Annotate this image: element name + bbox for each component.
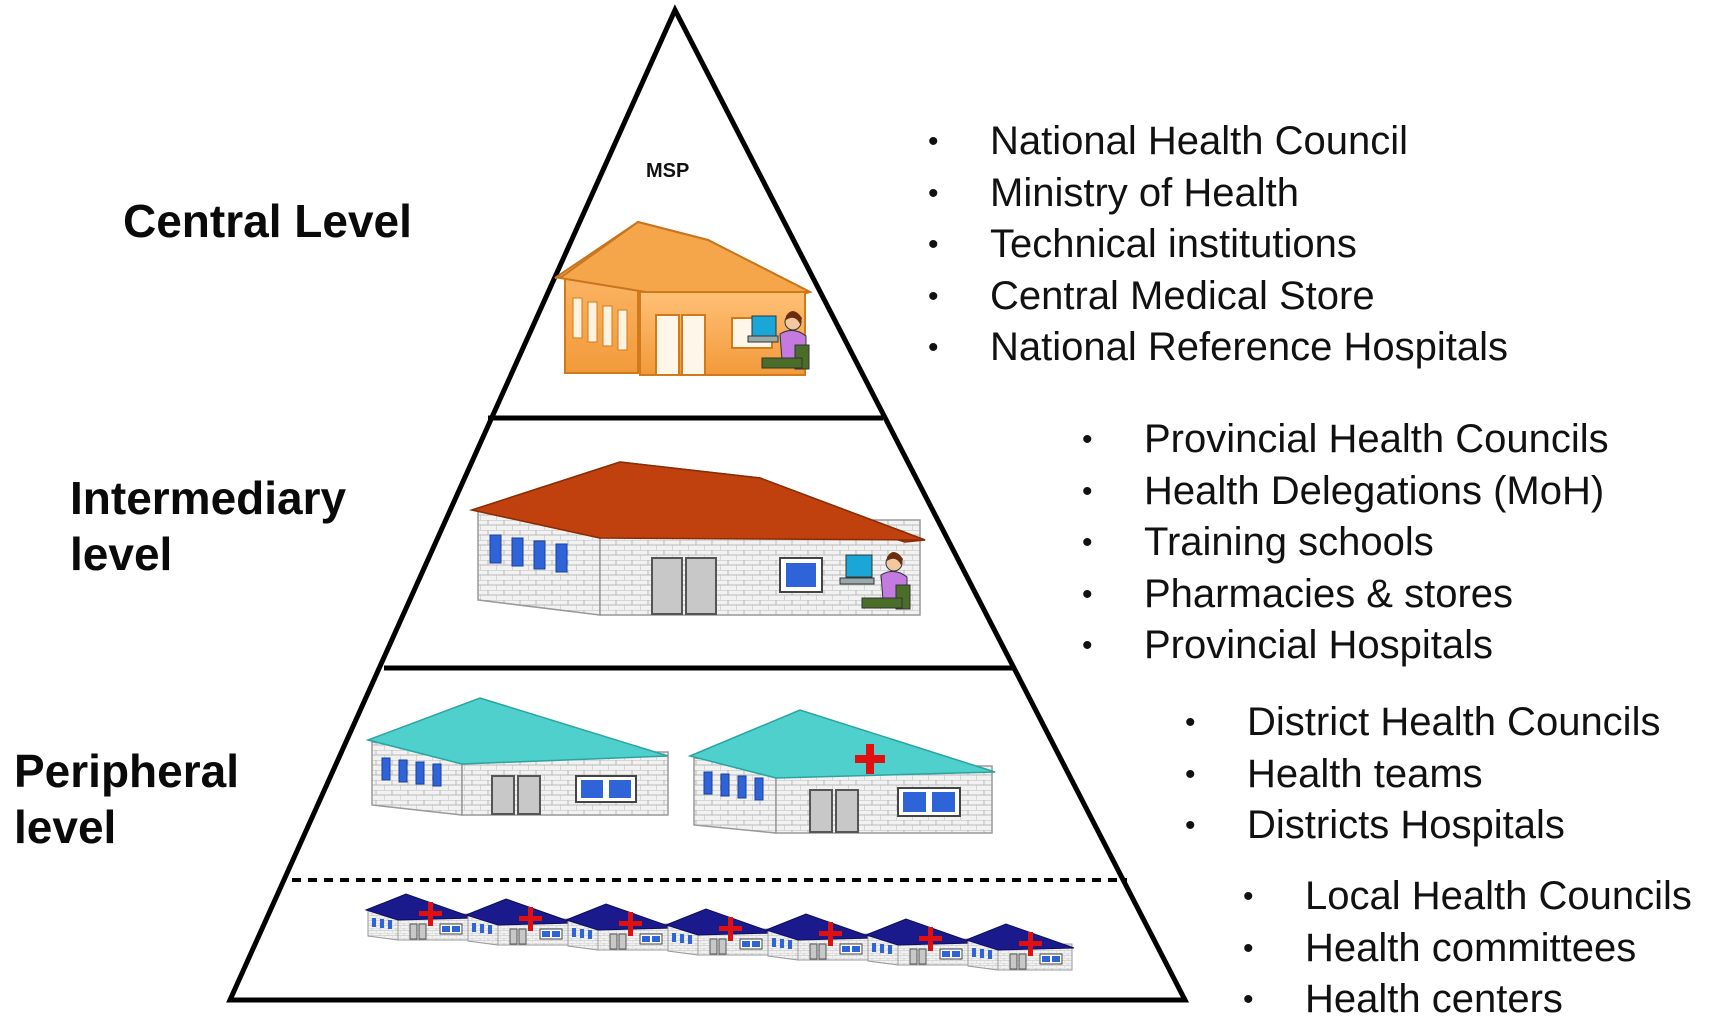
health-center-icon: [664, 908, 775, 956]
bullet-icon: •: [1082, 629, 1093, 662]
list-item-label: District Health Councils: [1247, 700, 1661, 744]
local-health-centers-icons: [364, 893, 1075, 971]
bullet-icon: •: [928, 176, 939, 210]
list-item: • National Reference Hospitals: [928, 322, 1508, 374]
bullet-icon: •: [1243, 931, 1254, 965]
cross-icon: [819, 922, 842, 946]
pyramid: [226, 4, 1190, 1003]
list-item-label: Pharmacies & stores: [1144, 571, 1514, 616]
bullet-icon: •: [1243, 880, 1254, 913]
health-center-icon: [964, 923, 1075, 971]
cross-icon: [419, 902, 442, 926]
peripheral-label-line1: Peripheral: [14, 745, 239, 797]
list-item-label: Health Delegations (MoH): [1144, 468, 1605, 513]
cross-icon: [919, 927, 942, 951]
intermediary-label-line1: Intermediary: [70, 472, 347, 524]
health-center-icon: [564, 903, 675, 951]
list-item-label: National Health Council: [990, 119, 1409, 163]
peripheral-label-line2: level: [14, 801, 117, 853]
list-item-label: Central Medical Store: [990, 273, 1375, 318]
pyramid-outline: [226, 4, 1190, 1003]
list-item-label: Provincial Hospitals: [1144, 623, 1494, 667]
intermediary-label-line2: level: [70, 528, 173, 580]
cross-icon: [719, 917, 742, 941]
bullet-icon: •: [1082, 423, 1093, 456]
intermediary-level-label: Intermediary level: [70, 470, 346, 582]
list-item: • Training schools: [1082, 517, 1609, 569]
district-building-icon-2: [687, 709, 996, 834]
list-item: • Provincial Health Councils: [1082, 414, 1609, 466]
list-item: • Districts Hospitals: [1185, 800, 1660, 852]
district-level-list: •District Health Councils •Health teams …: [1185, 697, 1660, 852]
bullet-icon: •: [928, 228, 939, 261]
central-building-icon: [554, 220, 813, 376]
list-item: • Ministry of Health: [928, 168, 1508, 220]
health-center-icon: [764, 913, 875, 961]
list-item-label: Provincial Health Councils: [1144, 417, 1609, 461]
list-item: • Local Health Councils: [1243, 871, 1692, 923]
list-item-label: Local Health Councils: [1305, 874, 1692, 918]
list-item: • Health centers: [1243, 974, 1692, 1026]
bullet-icon: •: [1082, 474, 1093, 508]
list-item-label: Technical institutions: [990, 222, 1357, 266]
list-item: • Health teams: [1185, 749, 1660, 801]
list-item: • Health Delegations (MoH): [1082, 466, 1609, 518]
central-level-label: Central Level: [123, 195, 412, 247]
local-level-list: • Local Health Councils • Health committee…: [1243, 871, 1692, 1026]
list-item: • Pharmacies & stores: [1082, 569, 1609, 621]
list-item: • Technical institutions: [928, 219, 1508, 271]
bullet-icon: •: [928, 279, 939, 313]
cross-icon: [519, 907, 542, 931]
central-level-list: • National Health Council • Ministry of He…: [928, 116, 1508, 374]
list-item-label: Ministry of Health: [990, 170, 1299, 215]
list-item-label: Health committees: [1305, 925, 1637, 970]
list-item: • Central Medical Store: [928, 271, 1508, 323]
msp-label: MSP: [646, 160, 690, 182]
bullet-icon: •: [1185, 757, 1196, 791]
list-item-label: Training schools: [1144, 520, 1434, 564]
cross-icon: [855, 744, 885, 774]
health-center-icon: [864, 918, 975, 966]
district-building-icon-1: [365, 697, 669, 816]
peripheral-level-label: Peripheral level: [14, 743, 239, 855]
bullet-icon: •: [1185, 706, 1196, 739]
cross-icon: [619, 912, 642, 936]
bullet-icon: •: [1082, 577, 1093, 611]
intermediary-level-list: • Provincial Health Councils • Health Dele…: [1082, 414, 1609, 672]
bullet-icon: •: [928, 331, 939, 364]
bullet-icon: •: [1185, 809, 1196, 842]
bullet-icon: •: [1082, 526, 1093, 559]
bullet-icon: •: [928, 125, 939, 158]
list-item-label: National Reference Hospitals: [990, 325, 1509, 369]
list-item: • Provincial Hospitals: [1082, 620, 1609, 672]
list-item: • Health committees: [1243, 923, 1692, 975]
list-item: • National Health Council: [928, 116, 1508, 168]
health-center-icon: [364, 893, 475, 941]
list-item-label: Health centers: [1305, 977, 1563, 1021]
health-center-icon: [464, 898, 575, 946]
intermediary-building-icon: [469, 461, 926, 616]
bullet-icon: •: [1243, 983, 1254, 1016]
list-item: • District Health Councils: [1185, 697, 1660, 749]
list-item-label: Health teams: [1247, 751, 1483, 796]
cross-icon: [1019, 932, 1042, 956]
list-item-label: Districts Hospitals: [1247, 803, 1565, 847]
